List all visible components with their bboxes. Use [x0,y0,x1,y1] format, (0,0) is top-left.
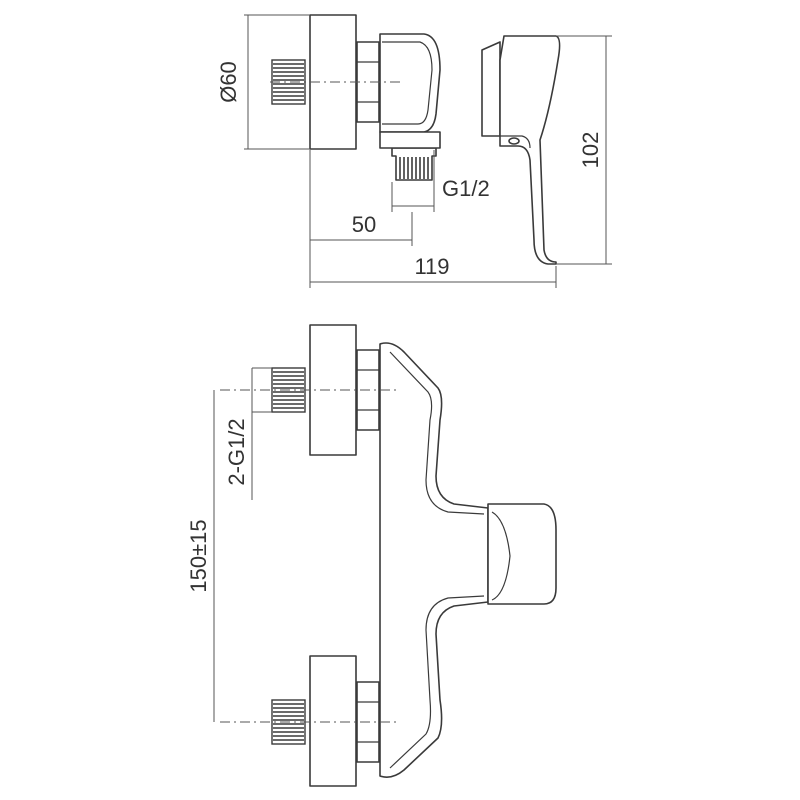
outlet-thread-label: G1/2 [442,176,490,201]
outlet [391,147,437,181]
offset-label: 50 [352,212,376,237]
handle-cap [487,503,557,605]
inlet-thread-label: 2-G1/2 [224,418,249,485]
height-label: 102 [578,132,603,169]
centers-label: 150±15 [186,519,211,592]
side-view: Ø60 102 G1/2 50 119 [216,14,612,288]
lower-flange [309,655,357,787]
diameter-label: Ø60 [216,61,241,103]
front-view: 2-G1/2 150±15 [186,324,557,787]
lever-handle [499,35,561,265]
valve-body-front [379,342,489,778]
depth-label: 119 [414,254,449,279]
inlet-thread [271,59,306,105]
